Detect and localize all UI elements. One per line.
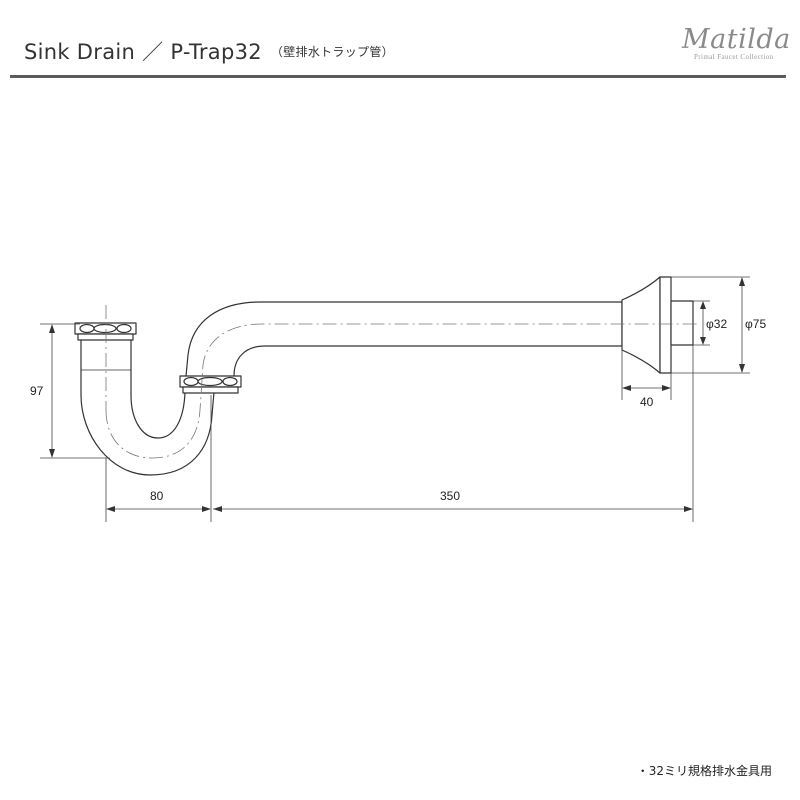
u-bend (80, 391, 215, 476)
page-title: Sink Drain ／ P-Trap32 （壁排水トラップ管） (24, 36, 394, 66)
footer-note: ・32ミリ規格排水金具用 (636, 764, 772, 778)
dimension-arrows (49, 277, 745, 512)
dim-label-80: 80 (150, 489, 164, 503)
title-jp: （壁排水トラップ管） (270, 45, 394, 59)
brand-logo: Matilda Primal Faucet Collection (682, 24, 792, 61)
dim-label-phi32: φ32 (706, 317, 727, 331)
title-main: Sink Drain ／ P-Trap32 (24, 40, 262, 64)
horizontal-arm (185, 301, 623, 377)
inlet-tube (74, 322, 137, 396)
header: Sink Drain ／ P-Trap32 （壁排水トラップ管） Matilda… (0, 0, 800, 80)
center-coupling (179, 375, 242, 394)
dimension-lines (40, 276, 750, 522)
header-divider (10, 75, 786, 78)
dim-label-40: 40 (640, 395, 654, 409)
center-lines (105, 305, 700, 459)
dim-label-350: 350 (440, 489, 460, 503)
dim-label-97: 97 (30, 384, 44, 398)
wall-flange (621, 276, 694, 374)
brand-tagline: Primal Faucet Collection (694, 53, 774, 61)
dim-label-phi75: φ75 (745, 317, 766, 331)
brand-name: Matilda (682, 24, 791, 55)
